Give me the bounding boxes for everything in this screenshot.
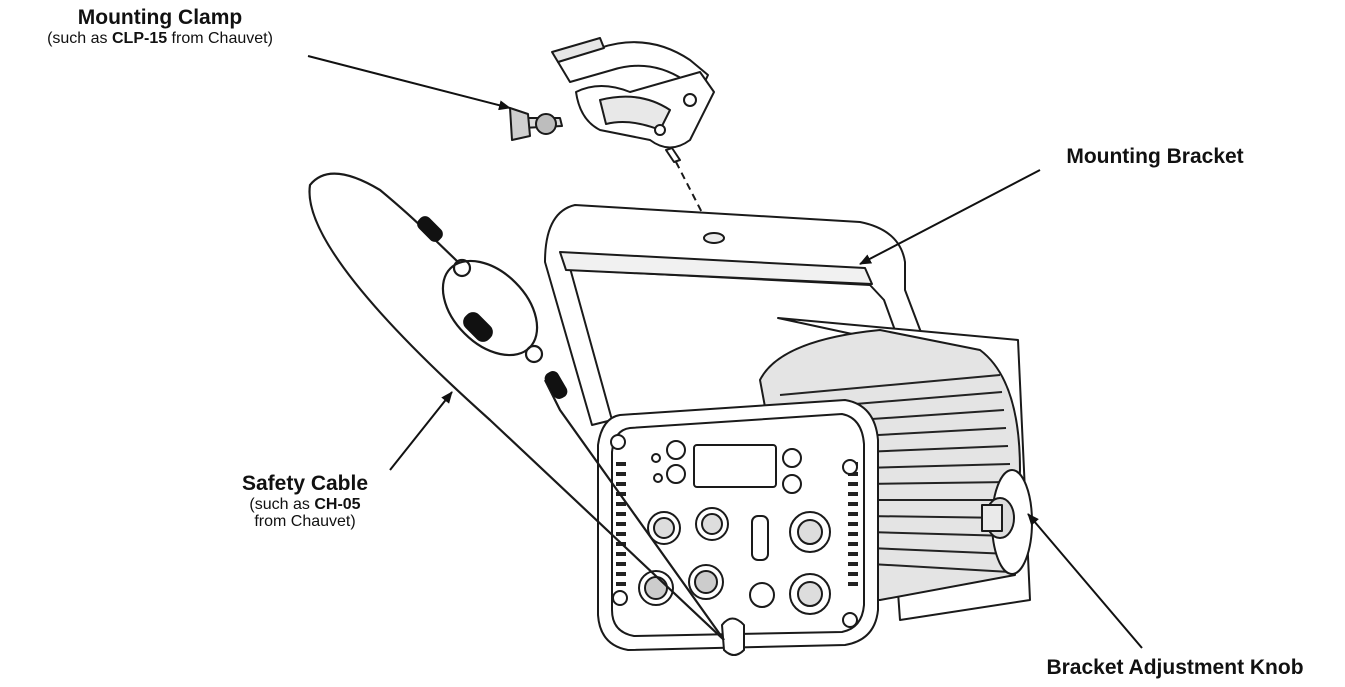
bracket-arrow xyxy=(859,169,1041,265)
safety-cable-drawing xyxy=(308,172,725,641)
enter-button xyxy=(782,474,802,494)
mounting-bracket-drawing xyxy=(544,204,993,533)
down-button xyxy=(782,448,802,468)
mounting-clamp-drawing xyxy=(509,37,715,163)
mounting-bracket-label: Mounting Bracket xyxy=(1066,145,1244,168)
bracket-knob-label: Bracket Adjustment Knob xyxy=(1046,656,1304,679)
knob-arrow xyxy=(1027,513,1143,649)
control-panel xyxy=(597,399,879,656)
safety-cable-title: Safety Cable xyxy=(241,472,369,495)
mounting-clamp-note: (such as CLP-15 from Chauvet) xyxy=(47,29,273,47)
display-screen xyxy=(693,444,777,488)
power-connectors xyxy=(789,511,831,615)
menu-button xyxy=(666,440,686,460)
up-button xyxy=(666,464,686,484)
vent-slots-left xyxy=(616,462,626,586)
usb-port xyxy=(751,515,769,561)
callout-arrows xyxy=(307,55,1143,649)
fuse-holder xyxy=(749,582,775,608)
mounting-clamp-label: Mounting Clamp (such as CLP-15 from Chau… xyxy=(0,6,320,47)
clamp-arrow xyxy=(307,55,511,111)
safety-cable-note: (such as CH-05 xyxy=(249,495,361,513)
safety-cable-label: Safety Cable (such as CH-05 from Chauvet… xyxy=(195,472,415,531)
dmx-connectors xyxy=(638,507,729,606)
safety-loop-point xyxy=(721,617,745,656)
cable-arrow xyxy=(389,391,453,471)
mounting-clamp-title: Mounting Clamp xyxy=(77,6,243,29)
safety-cable-ferrules xyxy=(417,216,568,399)
safety-cable-note-line2: from Chauvet) xyxy=(254,513,356,531)
